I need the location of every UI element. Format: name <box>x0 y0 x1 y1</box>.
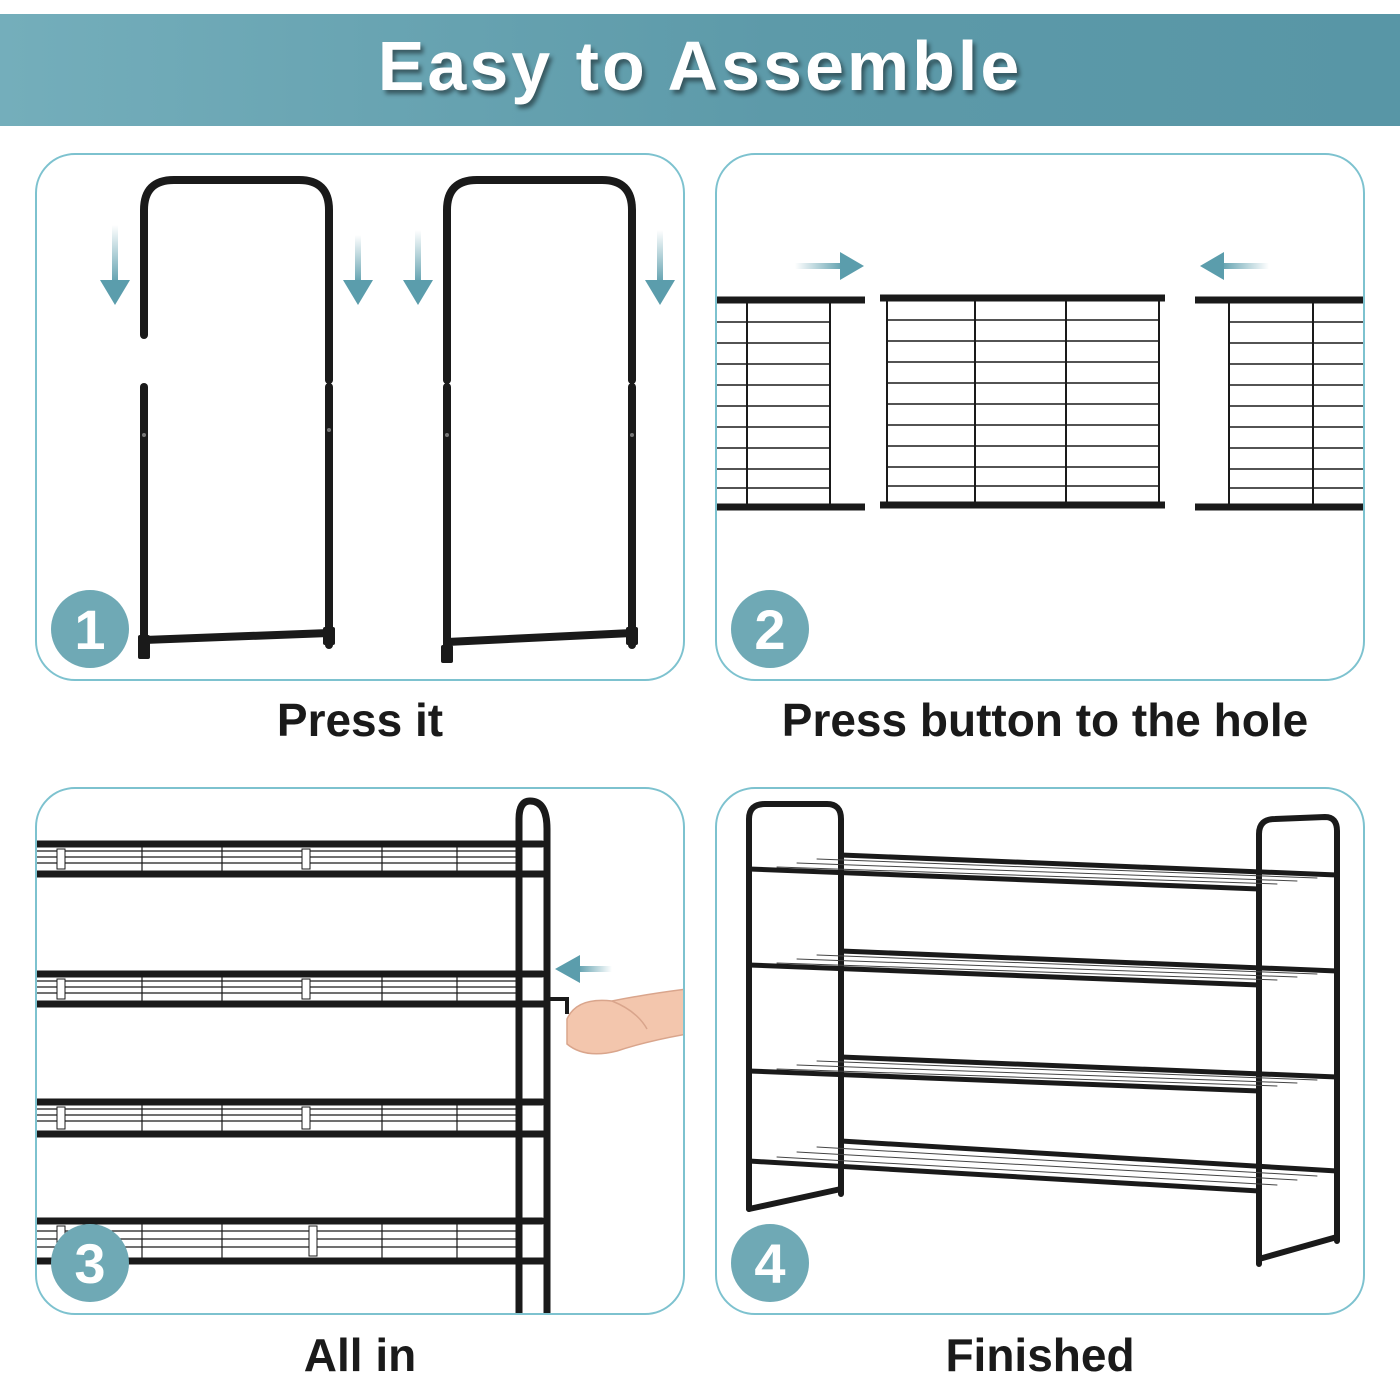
step-2-badge: 2 <box>731 590 809 668</box>
step-4-panel: 4 <box>715 787 1365 1315</box>
step-3-caption: All in <box>303 1329 417 1381</box>
step-4-caption: Finished <box>945 1329 1135 1381</box>
step-3-badge: 3 <box>51 1224 129 1302</box>
step-1-panel: 1 <box>35 153 685 681</box>
step-4-badge: 4 <box>731 1224 809 1302</box>
step-2-caption: Press button to the hole <box>781 694 1309 746</box>
step-4-illustration <box>746 801 1340 1267</box>
step-3-illustration <box>37 797 683 1313</box>
banner-title: Easy to Assemble <box>377 27 1023 105</box>
step-2-illustration <box>717 252 1363 511</box>
step-3-panel: 3 <box>35 787 685 1315</box>
hand-icon <box>566 988 683 1055</box>
title-banner: Easy to Assemble <box>0 14 1400 126</box>
step-1-badge: 1 <box>51 590 129 668</box>
down-arrow-icons <box>100 225 675 305</box>
step-1-illustration <box>100 176 675 663</box>
step-2-panel: 2 <box>715 153 1365 681</box>
step-1-caption: Press it <box>276 694 444 746</box>
